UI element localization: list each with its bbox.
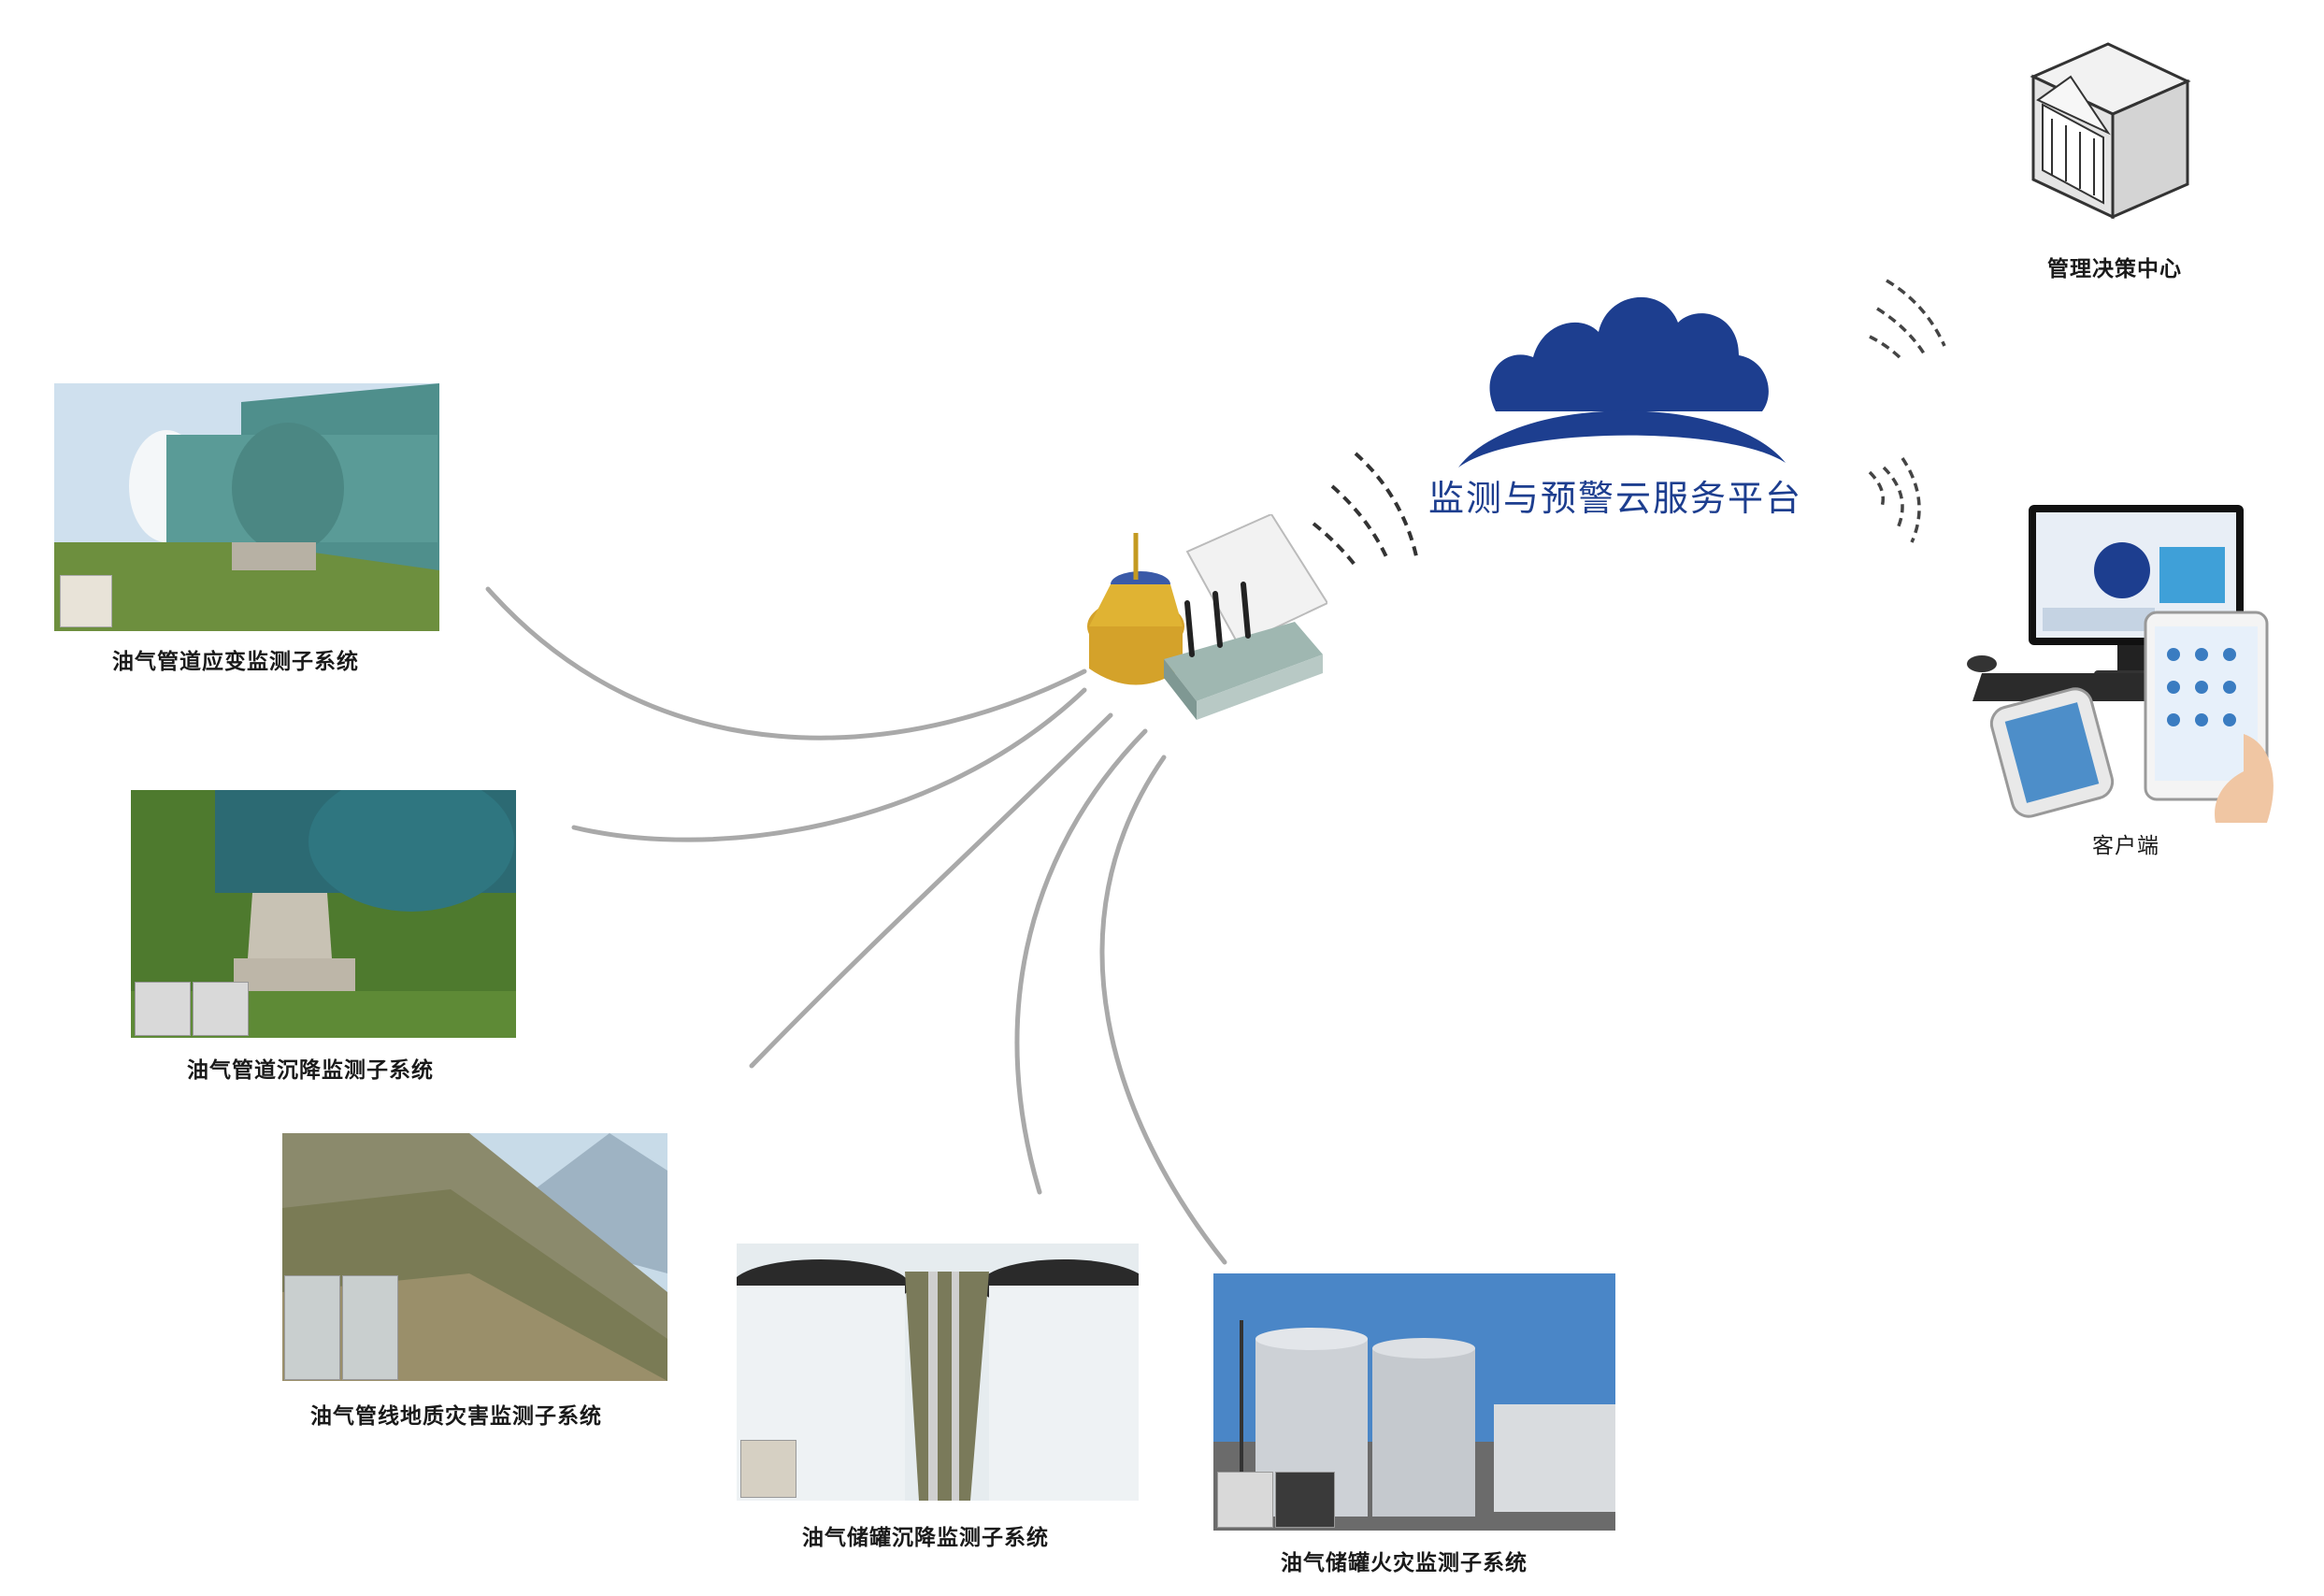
- subsystem-label-strain: 油气管道应变监测子系统: [112, 650, 359, 674]
- platform-title: 监测与预警云服务平台: [1428, 478, 1803, 519]
- settlement-sensor-inset-1: [135, 982, 191, 1036]
- settlement-sensor-inset-2: [193, 982, 249, 1036]
- signal-arcs-gateway: [1312, 452, 1418, 568]
- tank-settlement-photo: [737, 1244, 1139, 1501]
- server-building-icon: [2030, 42, 2191, 220]
- pipeline-strain-photo: [54, 383, 439, 631]
- link-strain: [485, 586, 1087, 740]
- subsystem-label-geohazard: 油气管线地质灾害监测子系统: [310, 1404, 602, 1429]
- geohazard-photo: [282, 1133, 667, 1381]
- link-tank-fire: [1099, 755, 1227, 1265]
- strain-sensor-inset: [60, 575, 112, 627]
- fire-sensor-inset-2: [1275, 1472, 1335, 1528]
- tank-settlement-sensor-inset: [740, 1440, 796, 1498]
- client-devices-icon: [1967, 505, 2274, 823]
- subsystem-label-tank-fire: 油气储罐火灾监测子系统: [1281, 1551, 1528, 1575]
- signal-arcs-decision: [1869, 279, 1946, 362]
- link-geohazard: [749, 712, 1113, 1069]
- geohazard-sensor-inset-1: [284, 1275, 340, 1380]
- cloud-icon: [1458, 296, 1786, 467]
- gateway-device-icon: [1087, 514, 1327, 720]
- subsystem-label-settlement: 油气管道沉降监测子系统: [187, 1058, 434, 1083]
- geohazard-sensor-inset-2: [342, 1275, 398, 1380]
- tank-fire-photo: [1213, 1273, 1615, 1531]
- signal-arcs-client: [1868, 457, 1921, 543]
- link-tank-settlement: [1014, 728, 1148, 1195]
- client-label: 客户端: [2092, 834, 2159, 858]
- fire-sensor-inset-1: [1217, 1472, 1273, 1528]
- subsystem-label-tank-settlement: 油气储罐沉降监测子系统: [802, 1526, 1049, 1550]
- pipeline-settlement-photo: [131, 790, 516, 1038]
- decision-center-label: 管理决策中心: [2047, 257, 2182, 281]
- link-settlement: [571, 687, 1087, 842]
